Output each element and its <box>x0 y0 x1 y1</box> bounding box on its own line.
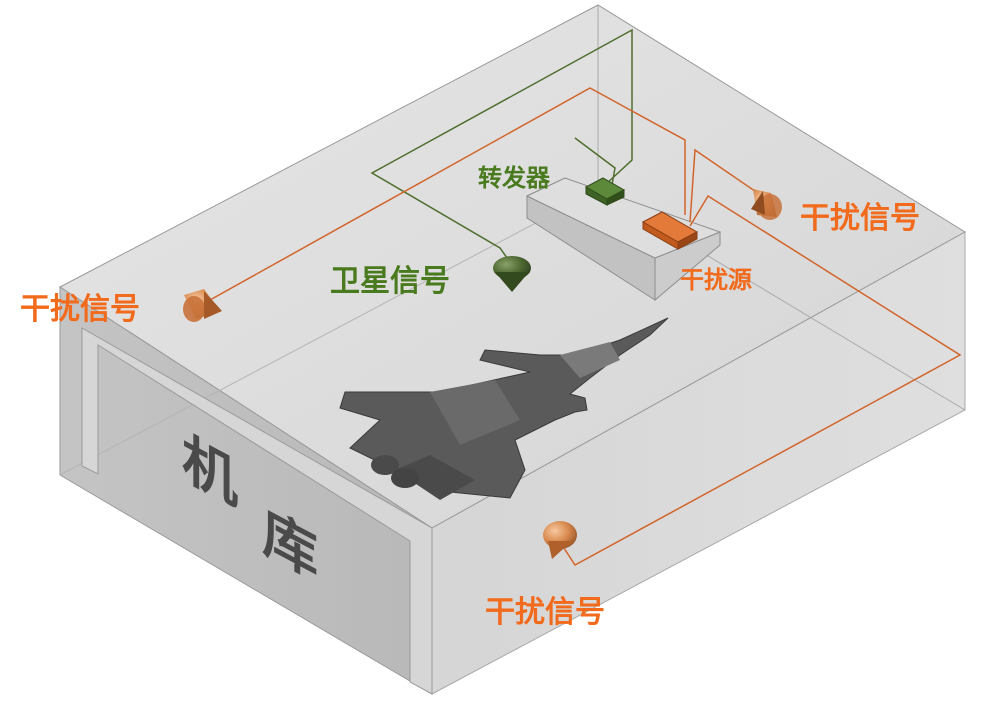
transponder-box <box>584 177 626 206</box>
cone-emitter-icon <box>751 189 782 220</box>
interference-signal-label-bottom: 干扰信号 <box>485 595 605 630</box>
jammer-source-label: 干扰源 <box>680 266 752 294</box>
equipment-platform <box>525 177 722 302</box>
fighter-jet-icon <box>339 317 669 500</box>
green-wires <box>370 28 633 263</box>
interference-signal-label-left: 干扰信号 <box>20 292 140 327</box>
orange-wires <box>209 87 962 566</box>
hangar-door-frame <box>81 327 433 695</box>
satellite-signal-label: 卫星信号 <box>330 264 450 299</box>
cone-emitter-icon <box>183 289 222 322</box>
jammer-source-box <box>641 211 699 250</box>
cone-emitter-icon <box>543 521 577 559</box>
interference-signal-label-right: 干扰信号 <box>800 201 920 236</box>
cone-receiver-icon <box>493 256 531 292</box>
transponder-label: 转发器 <box>478 164 550 192</box>
hangar-back-edge-2 <box>59 189 599 476</box>
